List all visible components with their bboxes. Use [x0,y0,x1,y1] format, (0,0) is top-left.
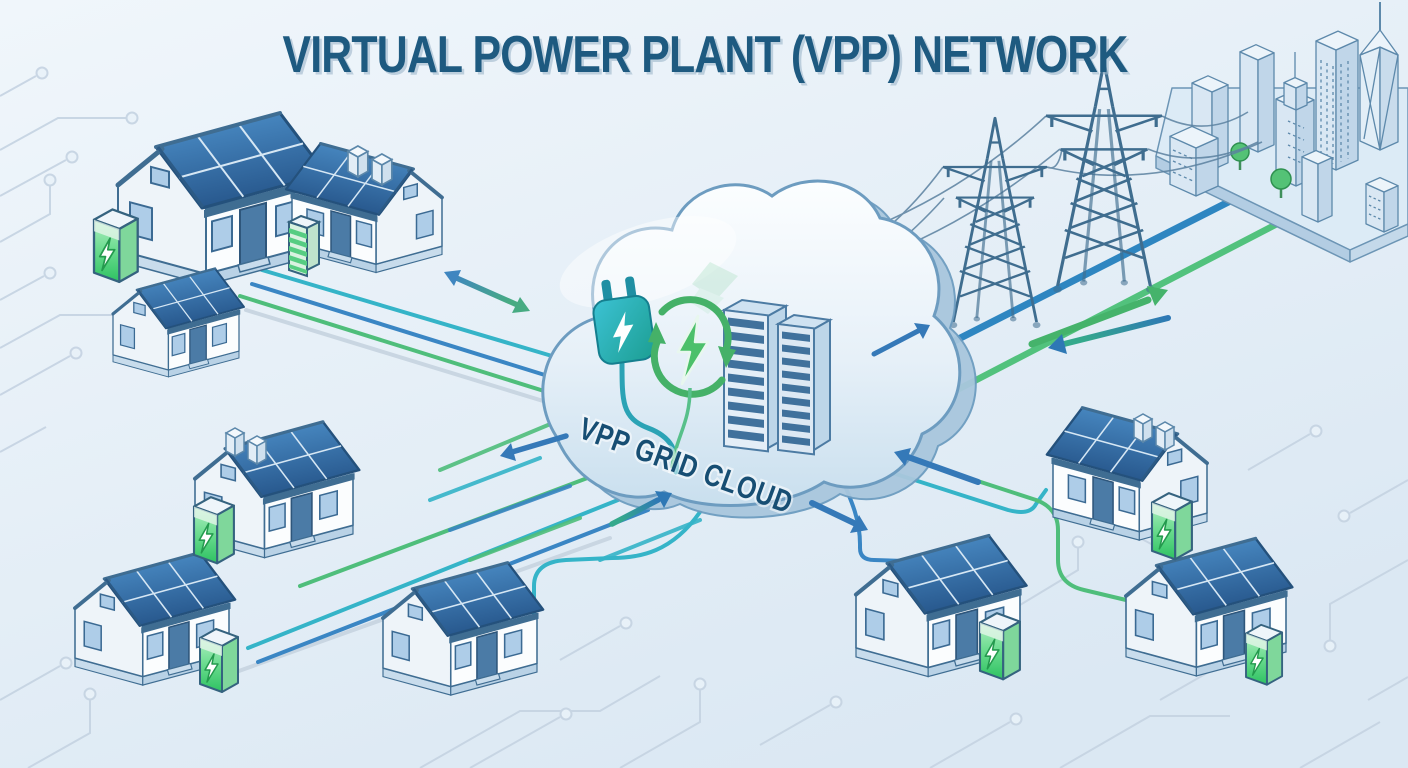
connection-line-south [532,510,702,618]
vpp-cloud [541,179,977,519]
connection-bundle-upper-left [238,268,568,410]
battery-unit [1150,492,1193,561]
roof-vent [247,435,267,465]
battery-unit [192,496,235,565]
page-title-shadow: VIRTUAL POWER PLANT (VPP) NETWORK [285,29,1131,87]
circuit-trace-pattern [0,66,1408,768]
flow-left-bidirectional [444,270,530,313]
roof-vent [1133,413,1153,443]
battery-unit [199,628,239,693]
roof-vent [225,427,245,457]
battery-unit [1245,623,1284,686]
page-title: VIRTUAL POWER PLANT (VPP) NETWORK [283,26,1129,84]
roof-vent [347,145,369,178]
flow-to-homes-right [809,500,868,533]
server-rack-icon [720,298,834,456]
roof-vent [1155,421,1175,451]
city-skyline [1155,2,1408,263]
flow-to-cloud-left [609,491,672,527]
connection-line-east-green [862,442,1128,602]
flow-to-city-green [1028,286,1168,348]
energy-recycle-icon [648,296,736,469]
flow-arrows [444,270,1171,533]
connection-line-east-teal [844,456,1048,514]
flow-to-city-small-blue [871,323,930,357]
roof-vent [371,153,393,186]
flow-from-city-blue [1048,315,1171,354]
battery-unit [978,612,1021,681]
label-stripes [428,418,702,562]
flow-to-cloud-right [894,448,981,485]
flow-to-homes-left [500,433,569,461]
battery-unit-striped [286,214,322,278]
battery-unit [92,208,139,284]
connection-bundle-lower-left [234,460,650,674]
